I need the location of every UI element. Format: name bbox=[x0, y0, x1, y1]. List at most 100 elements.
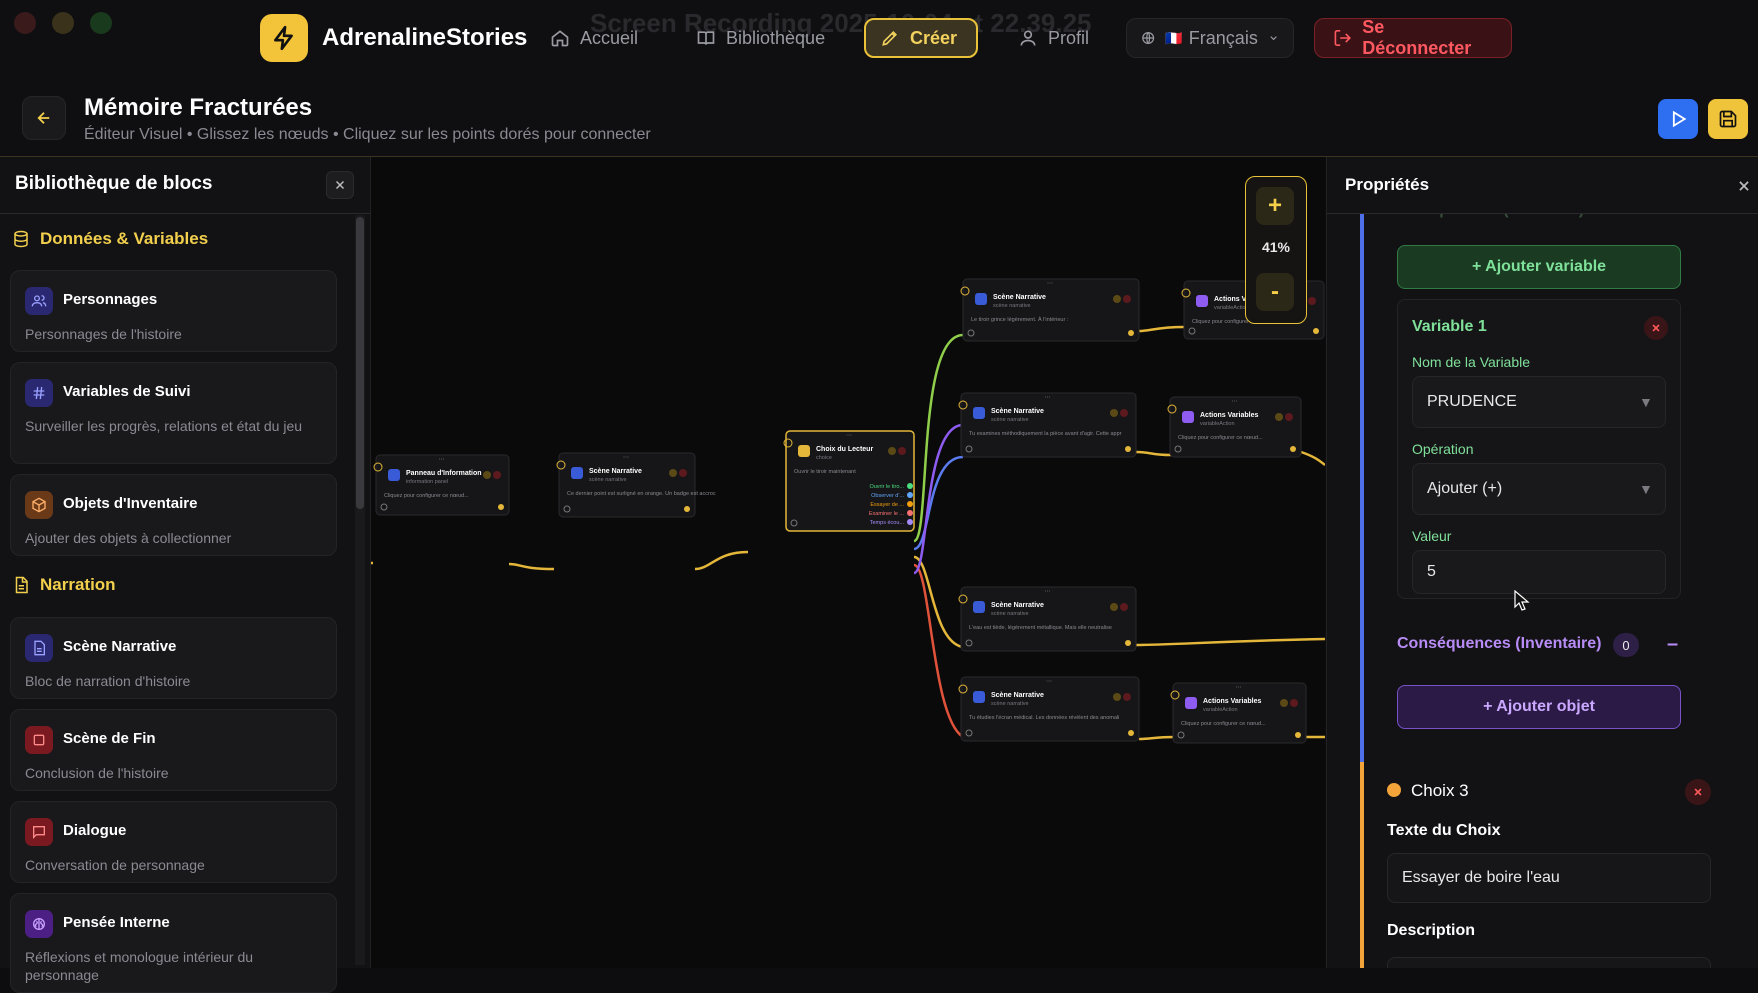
node-edit-dot[interactable] bbox=[1110, 409, 1118, 417]
drag-handle-icon[interactable]: ⋯ bbox=[439, 457, 445, 463]
node-edit-dot[interactable] bbox=[1113, 295, 1121, 303]
node-delete-dot[interactable] bbox=[679, 469, 687, 477]
node-output-port[interactable] bbox=[1128, 730, 1134, 736]
drag-handle-icon[interactable]: ⋯ bbox=[1045, 395, 1051, 401]
drag-handle-icon[interactable]: ⋯ bbox=[1047, 281, 1053, 287]
node-input-port[interactable] bbox=[965, 639, 973, 647]
nav-accueil[interactable]: Accueil bbox=[536, 18, 652, 58]
node-delete-dot[interactable] bbox=[1123, 295, 1131, 303]
zoom-in-button[interactable]: + bbox=[1256, 187, 1294, 225]
node-delete-dot[interactable] bbox=[1285, 413, 1293, 421]
consequences-inventory-header[interactable]: Conséquences (Inventaire) 0 – bbox=[1387, 625, 1691, 665]
block-objets-inventaire[interactable]: Objets d'Inventaire Ajouter des objets à… bbox=[10, 474, 337, 556]
block-variables-suivi[interactable]: Variables de Suivi Surveiller les progrè… bbox=[10, 362, 337, 464]
block-dialogue[interactable]: Dialogue Conversation de personnage bbox=[10, 801, 337, 883]
library-scrollbar-thumb[interactable] bbox=[356, 217, 364, 509]
node-input-port[interactable] bbox=[965, 445, 973, 453]
save-button[interactable] bbox=[1708, 99, 1748, 139]
close-library-button[interactable] bbox=[326, 171, 354, 199]
node-edit-dot[interactable] bbox=[669, 469, 677, 477]
add-variable-button[interactable]: + Ajouter variable bbox=[1397, 245, 1681, 289]
node-input-port[interactable] bbox=[563, 505, 571, 513]
node-input-port[interactable] bbox=[1174, 445, 1182, 453]
node-output-port[interactable] bbox=[1128, 330, 1134, 336]
window-maximize-button[interactable] bbox=[90, 12, 112, 34]
delete-variable-button[interactable] bbox=[1644, 316, 1668, 340]
drag-handle-icon[interactable]: ⋯ bbox=[846, 433, 852, 439]
library-scrollbar-track[interactable] bbox=[355, 215, 365, 965]
choice-output-port[interactable] bbox=[907, 492, 913, 498]
node-input-port[interactable] bbox=[380, 503, 388, 511]
zoom-out-button[interactable]: - bbox=[1256, 273, 1294, 311]
description-input[interactable] bbox=[1387, 957, 1711, 968]
choice-text-input[interactable]: Essayer de boire l'eau bbox=[1387, 853, 1711, 903]
node-edit-dot[interactable] bbox=[1280, 699, 1288, 707]
choice-output-port[interactable] bbox=[907, 501, 913, 507]
choice-output-port[interactable] bbox=[907, 519, 913, 525]
node-output-port[interactable] bbox=[1125, 446, 1131, 452]
node-edit-dot[interactable] bbox=[888, 447, 896, 455]
value-input[interactable]: 5 bbox=[1412, 550, 1666, 594]
node-output-port[interactable] bbox=[498, 504, 504, 510]
block-pensee-interne[interactable]: Pensée Interne Réflexions et monologue i… bbox=[10, 893, 337, 993]
drag-handle-icon[interactable]: ⋯ bbox=[1045, 589, 1051, 595]
node-delete-dot[interactable] bbox=[1120, 409, 1128, 417]
node-delete-dot[interactable] bbox=[1290, 699, 1298, 707]
node-output-port[interactable] bbox=[1313, 328, 1319, 334]
nav-bibliotheque[interactable]: Bibliothèque bbox=[682, 18, 839, 58]
block-scene-narrative[interactable]: Scène Narrative Bloc de narration d'hist… bbox=[10, 617, 337, 699]
node-delete-dot[interactable] bbox=[1123, 693, 1131, 701]
node-output-port[interactable] bbox=[1125, 640, 1131, 646]
drag-handle-icon[interactable]: ⋯ bbox=[623, 455, 629, 461]
drag-handle-icon[interactable]: ⋯ bbox=[1046, 679, 1052, 685]
window-minimize-button[interactable] bbox=[52, 12, 74, 34]
lightning-logo-icon[interactable] bbox=[260, 14, 308, 62]
node-input-port[interactable] bbox=[790, 519, 798, 527]
node-delete-dot[interactable] bbox=[898, 447, 906, 455]
block-personnages[interactable]: Personnages Personnages de l'histoire bbox=[10, 270, 337, 352]
node-delete-dot[interactable] bbox=[1308, 297, 1316, 305]
node-output-port[interactable] bbox=[1290, 446, 1296, 452]
add-object-button[interactable]: + Ajouter objet bbox=[1397, 685, 1681, 729]
node-output-port[interactable] bbox=[1295, 732, 1301, 738]
nav-profil[interactable]: Profil bbox=[1004, 18, 1103, 58]
back-button[interactable] bbox=[22, 96, 66, 140]
close-properties-button[interactable] bbox=[1733, 175, 1755, 197]
node-edit-dot[interactable] bbox=[1113, 693, 1121, 701]
logout-button[interactable]: Se Déconnecter bbox=[1314, 17, 1512, 58]
brand-name[interactable]: AdrenalineStories bbox=[322, 24, 528, 51]
node-input-port[interactable] bbox=[1177, 731, 1185, 739]
drag-handle-icon[interactable]: ⋯ bbox=[1236, 685, 1242, 691]
drag-handle-icon[interactable]: ⋯ bbox=[1232, 399, 1238, 405]
choice-output-port[interactable] bbox=[907, 510, 913, 516]
block-scene-fin[interactable]: Scène de Fin Conclusion de l'histoire bbox=[10, 709, 337, 791]
node-delete-dot[interactable] bbox=[493, 471, 501, 479]
collapse-inventory-button[interactable]: – bbox=[1667, 633, 1679, 655]
node-delete-dot[interactable] bbox=[1120, 603, 1128, 611]
choice-output-port[interactable] bbox=[907, 483, 913, 489]
language-selector[interactable]: 🇫🇷 Français bbox=[1126, 18, 1294, 58]
node-input-port[interactable] bbox=[965, 729, 973, 737]
operation-select[interactable]: Ajouter (+) ▼ bbox=[1412, 463, 1666, 515]
window-close-button[interactable] bbox=[14, 12, 36, 34]
node-edit-dot[interactable] bbox=[483, 471, 491, 479]
node-edit-dot[interactable] bbox=[1275, 413, 1283, 421]
variable-name-select[interactable]: PRUDENCE ▼ bbox=[1412, 376, 1666, 428]
node-input-port[interactable] bbox=[1188, 327, 1196, 335]
node-edit-dot[interactable] bbox=[1110, 603, 1118, 611]
nav-creer[interactable]: Créer bbox=[864, 18, 978, 58]
delete-choice-button[interactable] bbox=[1685, 779, 1711, 805]
node-input-port[interactable] bbox=[967, 329, 975, 337]
node-output-port[interactable] bbox=[684, 506, 690, 512]
play-button[interactable] bbox=[1658, 99, 1698, 139]
